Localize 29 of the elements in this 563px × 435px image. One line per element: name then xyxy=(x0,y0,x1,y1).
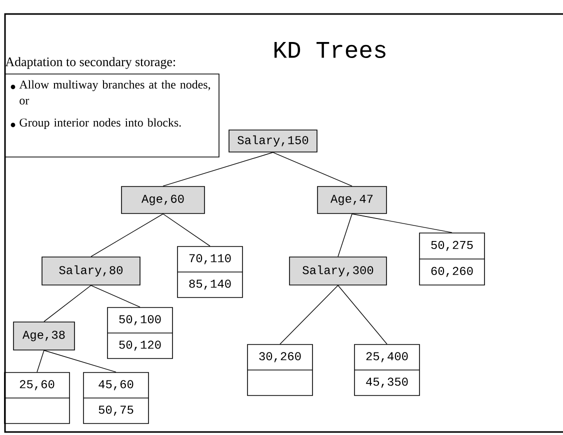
tree-edge xyxy=(162,152,274,186)
tree-edge xyxy=(338,214,352,257)
text-box xyxy=(4,57,220,158)
interior-node-box: Salary,300 xyxy=(289,256,387,286)
tree-edge xyxy=(162,214,210,246)
interior-node-box: Salary,80 xyxy=(42,256,140,286)
tree-edge xyxy=(272,152,352,186)
bucket-box: 70,110 85,140 xyxy=(177,246,243,298)
tree-edge xyxy=(338,285,388,344)
tree-edge xyxy=(90,214,164,257)
bucket-box: 30,260 xyxy=(247,344,313,396)
tree-edge xyxy=(280,285,338,344)
interior-node-box: Salary,150 xyxy=(228,130,318,152)
tree-edge xyxy=(44,285,92,322)
tree-edge xyxy=(352,214,452,233)
bucket-box: 25,60 xyxy=(4,372,70,424)
bullet-item: Group interior nodes into blocks. xyxy=(10,118,181,130)
tree-edge xyxy=(36,350,44,372)
interior-node-box: Age,47 xyxy=(317,186,387,214)
bucket-box: 50,100 50,120 xyxy=(107,307,173,359)
title: KD Trees xyxy=(274,42,386,58)
bullet-item: Allow multiway branches at the nodes, or xyxy=(10,80,210,105)
interior-node-box: Age,60 xyxy=(121,186,205,214)
tree-edge xyxy=(90,285,140,308)
bucket-box: 45,60 50,75 xyxy=(83,372,149,424)
bucket-box: 50,275 60,260 xyxy=(419,232,485,286)
interior-node-box: Age,38 xyxy=(13,322,75,350)
heading: Adaptation to secondary storage: xyxy=(5,57,175,69)
bucket-box: 25,400 45,350 xyxy=(354,344,420,396)
